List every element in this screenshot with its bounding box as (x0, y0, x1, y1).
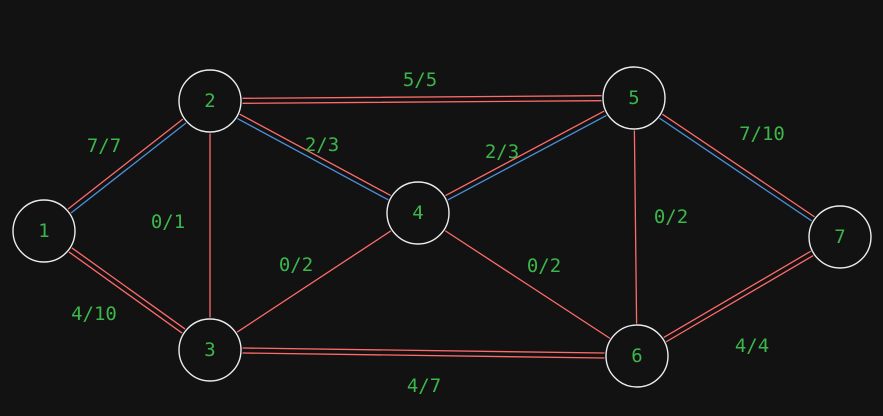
node-circle (602, 66, 666, 130)
nodes-layer: 1 2 3 4 5 6 7 (12, 66, 872, 388)
node-label: 1 (38, 220, 49, 242)
edge-line (242, 347, 605, 354)
edge-line (662, 113, 815, 218)
edge-line (236, 230, 392, 333)
node-5[interactable]: 5 (602, 66, 666, 130)
node-circle (12, 199, 76, 263)
edge-4-5 (445, 110, 607, 201)
edge-line (663, 250, 811, 338)
edge-label-1-2: 7/7 (87, 135, 121, 157)
edge-label-5-7: 7/10 (739, 123, 785, 145)
node-label: 6 (631, 345, 642, 367)
edge-label-1-3: 4/10 (71, 303, 117, 325)
node-circle (178, 318, 242, 382)
edge-label-4-6: 0/2 (527, 255, 561, 277)
node-label: 2 (204, 90, 215, 112)
edge-labels-layer: 7/7 4/10 0/1 2/3 5/5 0/2 4/7 2/3 0/2 0/2 7/10 4/4 (71, 69, 785, 397)
edge-line (444, 230, 611, 339)
edge-1-2 (67, 118, 187, 214)
node-3[interactable]: 3 (178, 318, 242, 382)
edge-label-3-6: 4/7 (407, 375, 441, 397)
edge-2-5 (242, 95, 602, 104)
edge-label-2-5: 5/5 (403, 69, 437, 91)
edge-line (239, 113, 391, 196)
edge-line (242, 352, 605, 359)
node-1[interactable]: 1 (12, 199, 76, 263)
node-label: 3 (204, 339, 215, 361)
edge-line (242, 95, 602, 99)
node-circle (605, 324, 669, 388)
flow-line (659, 117, 812, 222)
edge-label-6-7: 4/4 (735, 335, 769, 357)
edge-label-4-5: 2/3 (485, 141, 519, 163)
edge-3-4 (236, 230, 392, 333)
flow-line (447, 115, 607, 201)
edge-5-6 (633, 130, 638, 324)
edge-label-3-4: 0/2 (279, 254, 313, 276)
edge-label-5-6: 0/2 (654, 206, 688, 228)
node-2[interactable]: 2 (178, 69, 242, 133)
node-4[interactable]: 4 (386, 181, 450, 245)
node-label: 5 (628, 87, 639, 109)
edge-line (666, 255, 814, 343)
edge-5-7 (659, 113, 815, 222)
edge-line (445, 110, 605, 196)
edge-line (68, 251, 183, 334)
node-circle (178, 69, 242, 133)
edge-line (242, 100, 602, 104)
edge-3-6 (242, 347, 605, 359)
node-label: 7 (834, 226, 845, 248)
node-7[interactable]: 7 (808, 205, 872, 269)
edge-label-2-3: 0/1 (151, 211, 185, 233)
edge-label-2-4: 2/3 (305, 134, 339, 156)
edge-line (67, 118, 184, 210)
edge-line (633, 130, 638, 324)
edge-2-4 (237, 113, 391, 201)
flow-line (70, 122, 187, 214)
node-6[interactable]: 6 (605, 324, 669, 388)
edge-4-6 (444, 230, 611, 339)
edge-line (71, 247, 186, 330)
node-label: 4 (412, 202, 423, 224)
edge-1-3 (68, 247, 186, 334)
node-circle (386, 181, 450, 245)
flow-line (237, 118, 389, 201)
edge-6-7 (663, 250, 814, 343)
node-circle (808, 205, 872, 269)
edges-layer (67, 95, 815, 359)
